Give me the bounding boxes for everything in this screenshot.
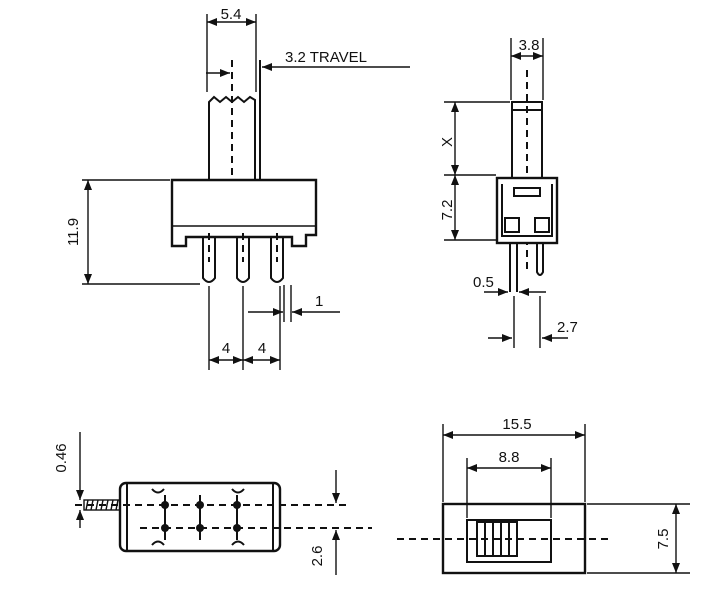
- label-pin-width: 1: [315, 293, 323, 310]
- dim-front-actuator-width: 5.4: [206, 6, 257, 92]
- label-slot-length: 8.8: [499, 449, 520, 466]
- label-pin-spacing: 2.7: [557, 319, 578, 336]
- dim-actuator-height: X 7.2: [439, 101, 510, 241]
- dim-body-width: 7.5: [587, 503, 690, 574]
- dim-pin-spacing: 2.7: [488, 296, 578, 348]
- label-row-spacing: 2.6: [309, 546, 326, 567]
- front-view: 5.4 3.2 TRAVEL 11.9 1: [65, 6, 410, 370]
- top-actuator: [476, 521, 518, 557]
- bottom-hatch: [83, 499, 121, 511]
- label-front-height: 11.9: [65, 218, 82, 246]
- dim-pin-width: 1: [248, 285, 340, 322]
- label-actuator-height: X: [439, 137, 456, 147]
- dim-front-height: 11.9: [65, 179, 200, 285]
- dim-slot-length: 8.8: [466, 449, 552, 518]
- top-view: 15.5 8.8 7.5: [397, 416, 690, 575]
- label-body-width: 7.5: [655, 529, 672, 550]
- dim-travel: 3.2 TRAVEL: [206, 49, 410, 77]
- bottom-pins: [161, 495, 241, 540]
- dim-row-spacing: 2.6: [309, 470, 340, 575]
- label-body-length: 15.5: [502, 416, 531, 433]
- label-side-body-height: 7.2: [439, 200, 456, 221]
- label-pin-thickness: 0.5: [473, 274, 494, 291]
- side-view: 3.8 X 7.2 0.5: [439, 37, 578, 348]
- dim-side-actuator-width: 3.8: [510, 37, 544, 100]
- dim-body-length: 15.5: [442, 416, 586, 502]
- label-pitch-right: 4: [258, 340, 266, 357]
- front-pins: [202, 233, 284, 283]
- label-travel: 3.2 TRAVEL: [285, 49, 367, 66]
- side-pin-left: [509, 243, 518, 292]
- top-slot: [466, 519, 552, 563]
- label-pin-diameter: 0.46: [53, 443, 70, 472]
- label-side-actuator-width: 3.8: [519, 37, 540, 54]
- front-body: [170, 178, 318, 248]
- dim-pin-diameter: 0.46: [53, 432, 84, 528]
- bottom-view: 0.46 2.6: [53, 432, 372, 575]
- dim-pin-thickness: 0.5: [473, 274, 546, 296]
- label-front-actuator-width: 5.4: [221, 6, 242, 23]
- label-pitch-left: 4: [222, 340, 230, 357]
- side-pin-right: [536, 243, 544, 276]
- dim-pin-pitch: 4 4: [208, 286, 281, 370]
